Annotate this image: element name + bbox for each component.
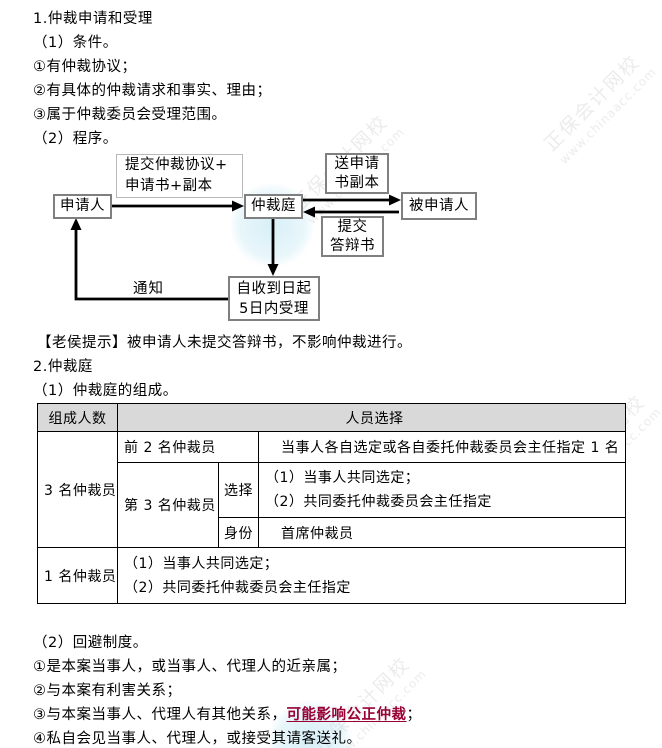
header-personnel-selection: 人员选择 <box>117 403 626 432</box>
accept-line1: 自收到日起 <box>236 280 312 297</box>
flowchart-node-applicant: 申请人 <box>53 194 112 219</box>
condition-item-1: ①有仲裁协议； <box>33 59 137 75</box>
recusal-item-1: ①是本案当事人，或当事人、代理人的近亲属； <box>33 659 347 675</box>
recusal-item-4: ④私自会见当事人、代理人，或接受其请客送礼。 <box>33 731 362 747</box>
flowchart-label-send-copy: 送申请 书副本 <box>325 153 389 194</box>
submit-label-line1: 提交仲裁协议+ <box>125 157 228 173</box>
heading-tribunal: 2.仲裁庭 <box>33 359 93 375</box>
subheading-tribunal-composition: （1）仲裁庭的组成。 <box>33 383 178 399</box>
flowchart-node-accept-5days: 自收到日起 5日内受理 <box>228 276 320 321</box>
subheading-procedure: （2）程序。 <box>33 131 118 147</box>
cell-third-arbitrator: 第 3 名仲裁员 <box>117 462 219 548</box>
flowchart-node-respondent: 被申请人 <box>401 192 477 220</box>
table-header-row: 组成人数 人员选择 <box>37 403 626 432</box>
subheading-conditions: （1）条件。 <box>33 35 118 51</box>
recusal-item-3-prefix: ③与本案当事人、代理人有其他关系， <box>33 707 287 723</box>
table-row: 第 3 名仲裁员 选择 （1）当事人共同选定； （2）共同委托仲裁委员会主任指定 <box>38 462 626 548</box>
subheading-recusal-system: （2）回避制度。 <box>33 635 148 651</box>
one-arbitrator-option-2: （2）共同委托仲裁委员会主任指定 <box>124 579 351 596</box>
select-option-2: （2）共同委托仲裁委员会主任指定 <box>265 494 492 510</box>
send-copy-line2: 书副本 <box>334 174 380 191</box>
header-composition-count: 组成人数 <box>37 403 118 432</box>
cell-select-label: 选择 <box>218 462 259 518</box>
recusal-item-3-suffix: ； <box>406 707 422 723</box>
flowchart-label-notify: 通知 <box>133 281 164 297</box>
tribunal-label: 仲裁庭 <box>251 198 296 214</box>
cell-identity-label: 身份 <box>218 517 259 548</box>
cell-three-arbitrators: 3 名仲裁员 <box>37 431 118 548</box>
watermark-top-right: 正保会计网校 www.chinaacc.com <box>540 48 660 168</box>
table-row: 3 名仲裁员 前 2 名仲裁员 当事人各自选定或各自委托仲裁委员会主任指定 1 … <box>37 431 626 548</box>
cell-one-arbitrator-options: （1）当事人共同选定； （2）共同委托仲裁委员会主任指定 <box>117 547 626 604</box>
select-option-1: （1）当事人共同选定； <box>265 470 420 486</box>
flowchart-label-submit-reply: 提交 答辩书 <box>321 216 384 257</box>
one-arbitrator-option-1: （1）当事人共同选定； <box>124 555 279 572</box>
respondent-label: 被申请人 <box>409 197 469 214</box>
accept-line2: 5日内受理 <box>239 300 309 317</box>
submit-label-line2: 申请书+副本 <box>125 178 213 194</box>
recusal-item-3-highlight: 可能影响公正仲裁 <box>286 707 407 723</box>
flowchart-node-tribunal: 仲裁庭 <box>244 194 303 219</box>
cell-first-two-rule: 当事人各自选定或各自委托仲裁委员会主任指定 1 名 <box>258 431 626 463</box>
watermark-brand-text: 正保会计网校 <box>540 50 645 156</box>
tribunal-composition-table: 组成人数 人员选择 3 名仲裁员 前 2 名仲裁员 当事人各自选定或各自委托仲裁… <box>37 403 626 604</box>
heading-arbitration-application: 1.仲裁申请和受理 <box>33 11 153 27</box>
applicant-label: 申请人 <box>60 198 105 214</box>
reply-line1: 提交 <box>337 218 368 235</box>
condition-item-3: ③属于仲裁委员会受理范围。 <box>33 107 227 123</box>
flowchart-label-submit-agreement: 提交仲裁协议+ 申请书+副本 <box>116 154 243 198</box>
cell-identity-value: 首席仲裁员 <box>258 517 626 548</box>
recusal-item-2: ②与本案有利害关系； <box>33 683 182 699</box>
cell-one-arbitrator: 1 名仲裁员 <box>37 547 118 604</box>
send-copy-line1: 送申请 <box>334 155 380 172</box>
cell-select-options: （1）当事人共同选定； （2）共同委托仲裁委员会主任指定 <box>258 462 626 518</box>
table-row: 1 名仲裁员 （1）当事人共同选定； （2）共同委托仲裁委员会主任指定 <box>37 547 626 604</box>
cell-first-two-arbitrators: 前 2 名仲裁员 <box>117 431 259 463</box>
recusal-item-3: ③与本案当事人、代理人有其他关系，可能影响公正仲裁； <box>33 703 422 724</box>
condition-item-2: ②有具体的仲裁请求和事实、理由； <box>33 83 272 99</box>
teacher-tip: 【老侯提示】被申请人未提交答辩书，不影响仲裁进行。 <box>37 335 412 351</box>
reply-line2: 答辩书 <box>330 237 375 254</box>
